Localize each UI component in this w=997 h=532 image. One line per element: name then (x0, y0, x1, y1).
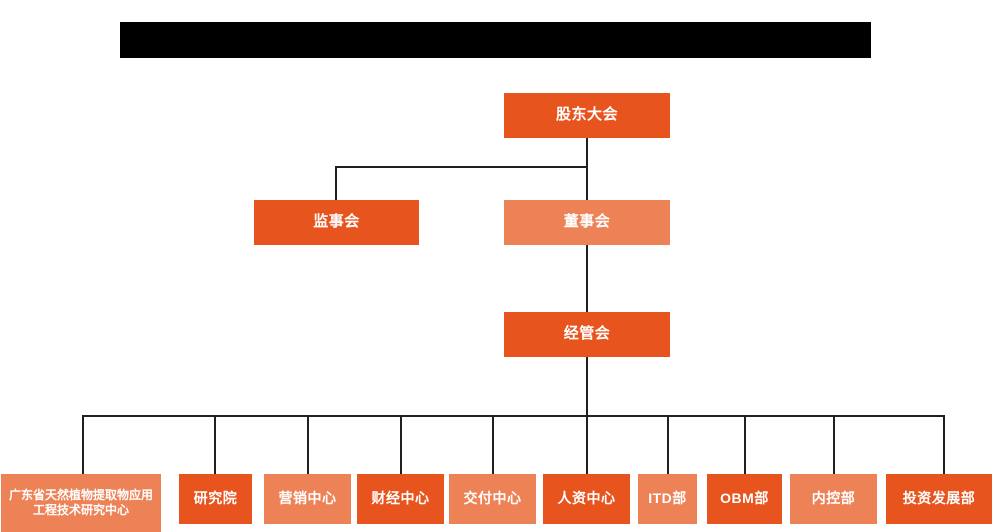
connector-management-drop (586, 357, 588, 416)
node-shareholders-meeting[interactable]: 股东大会 (504, 93, 670, 138)
node-label-board-of-directors: 董事会 (563, 213, 611, 231)
node-department-marketing-center[interactable]: 营销中心 (264, 474, 351, 524)
node-label-department-internal-control: 内控部 (811, 490, 856, 507)
connector-directors-management (586, 245, 588, 312)
connector-drop-dept-8 (744, 415, 746, 474)
connector-drop-dept-2 (214, 415, 216, 474)
connector-shareholders-drop (586, 138, 588, 168)
node-department-itd[interactable]: ITD部 (638, 474, 697, 524)
node-department-research-center[interactable]: 广东省天然植物提取物应用工程技术研究中心 (1, 474, 161, 532)
connector-directors-drop (586, 166, 588, 200)
node-label-department-delivery-center: 交付中心 (463, 490, 522, 507)
connector-tier2-bus (336, 166, 588, 168)
node-label-management-committee: 经管会 (563, 325, 611, 343)
connector-drop-dept-10 (943, 415, 945, 474)
connector-drop-dept-6 (586, 415, 588, 474)
node-department-finance-center[interactable]: 财经中心 (357, 474, 444, 524)
connector-drop-dept-3 (307, 415, 309, 474)
node-label-shareholders-meeting: 股东大会 (555, 106, 618, 124)
connector-drop-dept-5 (492, 415, 494, 474)
node-label-department-marketing-center: 营销中心 (278, 490, 337, 507)
connector-supervisors-drop (335, 166, 337, 200)
connector-drop-dept-7 (667, 415, 669, 474)
node-department-obm[interactable]: OBM部 (707, 474, 782, 524)
node-board-of-directors[interactable]: 董事会 (504, 200, 670, 245)
connector-drop-dept-9 (833, 415, 835, 474)
node-label-board-of-supervisors: 监事会 (313, 213, 360, 231)
node-department-hr-center[interactable]: 人资中心 (543, 474, 630, 524)
node-board-of-supervisors[interactable]: 监事会 (254, 200, 419, 245)
redacted-title-bar (120, 22, 871, 58)
node-label-department-research-institute: 研究院 (193, 490, 238, 507)
node-management-committee[interactable]: 经管会 (504, 312, 670, 357)
connector-drop-dept-1 (82, 415, 84, 474)
node-label-department-obm: OBM部 (720, 490, 769, 507)
node-department-investment-development[interactable]: 投资发展部 (886, 474, 992, 524)
node-label-department-investment-development: 投资发展部 (902, 490, 976, 507)
node-department-research-institute[interactable]: 研究院 (179, 474, 252, 524)
node-department-delivery-center[interactable]: 交付中心 (449, 474, 536, 524)
connector-drop-dept-4 (400, 415, 402, 474)
node-label-department-finance-center: 财经中心 (371, 490, 430, 507)
node-label-department-hr-center: 人资中心 (557, 490, 616, 507)
node-label-department-itd: ITD部 (648, 490, 687, 507)
node-department-internal-control[interactable]: 内控部 (790, 474, 877, 524)
node-label-department-research-center: 广东省天然植物提取物应用工程技术研究中心 (8, 488, 153, 517)
connector-department-bus (82, 415, 943, 417)
